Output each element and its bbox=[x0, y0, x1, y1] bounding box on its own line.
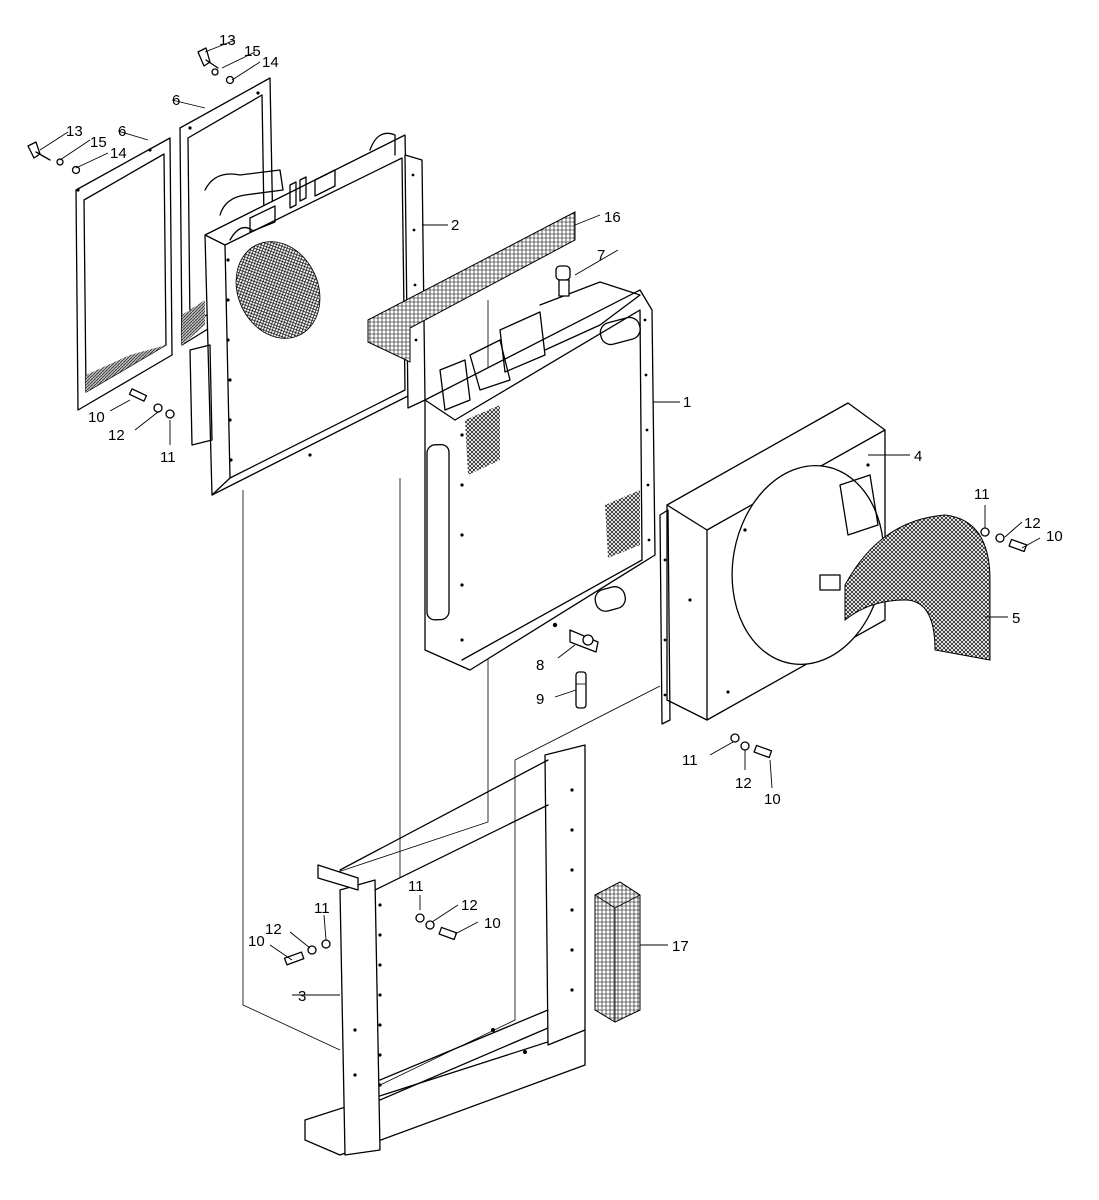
callout-12-left: 12 bbox=[108, 427, 125, 444]
callout-10-shroud: 10 bbox=[764, 791, 781, 808]
cooler-core-assembly bbox=[189, 132, 426, 496]
callout-13-top: 13 bbox=[219, 32, 236, 49]
callout-12-shroud: 12 bbox=[735, 775, 752, 792]
callout-5: 5 bbox=[1012, 610, 1020, 627]
callout-9: 9 bbox=[536, 691, 544, 708]
callout-12-right: 12 bbox=[1024, 515, 1041, 532]
callout-10-right: 10 bbox=[1046, 528, 1063, 545]
callout-11-left: 11 bbox=[160, 449, 176, 466]
screen-panel-front bbox=[75, 137, 173, 411]
radiator-core bbox=[424, 281, 656, 671]
callout-13-left: 13 bbox=[66, 123, 83, 140]
callout-1: 1 bbox=[683, 394, 691, 411]
callout-2: 2 bbox=[451, 217, 459, 234]
callout-8: 8 bbox=[536, 657, 544, 674]
callout-14-top: 14 bbox=[262, 54, 279, 71]
callout-15-left: 15 bbox=[90, 134, 107, 151]
callout-11-frame-left: 11 bbox=[314, 900, 330, 917]
callout-12-frame-left: 12 bbox=[265, 921, 282, 938]
mounting-frame bbox=[304, 744, 586, 1156]
callout-10-left: 10 bbox=[88, 409, 105, 426]
callout-11-right: 11 bbox=[974, 486, 990, 503]
drain-hose bbox=[575, 671, 587, 709]
callout-14-left: 14 bbox=[110, 145, 127, 162]
leader-lines bbox=[39, 39, 1041, 996]
foam-seal-strip bbox=[367, 211, 576, 363]
callout-10-frame-right: 10 bbox=[484, 915, 501, 932]
callout-17: 17 bbox=[672, 938, 689, 955]
callout-11-shroud: 11 bbox=[682, 752, 698, 769]
callout-16: 16 bbox=[604, 209, 621, 226]
callout-4: 4 bbox=[914, 448, 922, 465]
callout-15-top: 15 bbox=[244, 43, 261, 60]
drain-valve bbox=[569, 629, 599, 653]
callout-labels: 1 2 3 4 5 6 6 7 8 9 10 10 10 10 10 11 11… bbox=[66, 32, 1063, 1005]
foam-block bbox=[594, 881, 641, 1023]
callout-10-frame-left: 10 bbox=[248, 933, 265, 950]
fan-guard bbox=[844, 514, 991, 661]
callout-3: 3 bbox=[298, 988, 306, 1005]
radiator-cap bbox=[555, 265, 571, 297]
callout-6-front: 6 bbox=[118, 123, 126, 140]
callout-12-frame-right: 12 bbox=[461, 897, 478, 914]
callout-7: 7 bbox=[597, 247, 605, 264]
hardware-fasteners bbox=[27, 47, 1028, 966]
callout-11-frame-right: 11 bbox=[408, 878, 424, 895]
callout-6-rear: 6 bbox=[172, 92, 180, 109]
